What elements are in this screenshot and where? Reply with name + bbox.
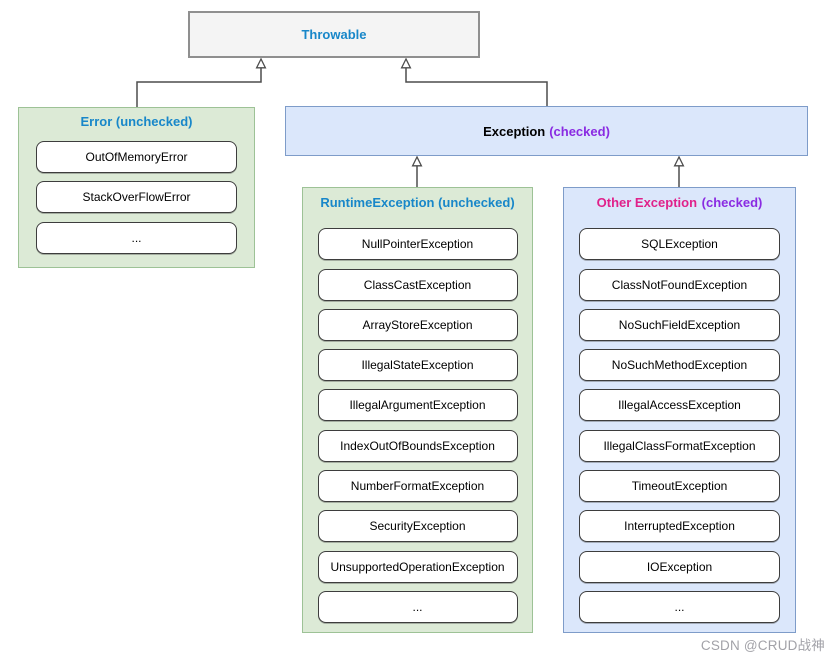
- exception-node: StackOverFlowError: [36, 181, 237, 213]
- inheritance-arrowhead: [411, 155, 423, 167]
- other-group-title: Other Exception (checked): [597, 195, 763, 211]
- exception-node: ClassCastException: [317, 268, 518, 301]
- exception-checked-tag: (checked): [549, 123, 610, 139]
- exception-node: InterruptedException: [579, 510, 780, 543]
- inheritance-arrowhead: [400, 57, 412, 69]
- exception-node: IllegalArgumentException: [317, 389, 518, 422]
- exception-node: IllegalClassFormatException: [579, 429, 780, 462]
- exception-node: SecurityException: [317, 510, 518, 543]
- exception-node: SQLException: [579, 228, 780, 261]
- exception-node: IndexOutOfBoundsException: [317, 429, 518, 462]
- throwable-label: Throwable: [301, 27, 367, 42]
- exception-node: NoSuchMethodException: [579, 349, 780, 382]
- other-checked-tag: (checked): [701, 195, 763, 210]
- exception-node: ArrayStoreException: [317, 308, 518, 341]
- exception-node: NullPointerException: [317, 228, 518, 261]
- exception-node: NoSuchFieldException: [579, 308, 780, 341]
- error-group-title: Error (unchecked): [80, 114, 193, 129]
- runtime-exception-group: RuntimeException (unchecked) NullPointer…: [302, 187, 533, 633]
- exception-node-bar: Exception (checked): [285, 106, 808, 156]
- throwable-node: Throwable: [188, 11, 480, 58]
- exception-node: ...: [317, 590, 518, 623]
- exception-node: TimeoutException: [579, 470, 780, 503]
- other-exception-group: Other Exception (checked) SQLException C…: [563, 187, 796, 633]
- exception-node: OutOfMemoryError: [36, 140, 237, 173]
- inheritance-arrowhead: [255, 57, 267, 69]
- inheritance-arrowhead: [673, 155, 685, 167]
- exception-node: IllegalAccessException: [579, 389, 780, 422]
- other-group-name: Other Exception: [596, 195, 698, 210]
- error-group: Error (unchecked) OutOfMemoryError Stack…: [18, 107, 255, 268]
- exception-node: IOException: [579, 550, 780, 583]
- watermark-text: CSDN @CRUD战神: [700, 638, 825, 653]
- exception-node: ClassNotFoundException: [579, 268, 780, 301]
- runtime-group-title: RuntimeException (unchecked): [320, 195, 515, 210]
- exception-node: ...: [36, 221, 237, 254]
- exception-node: NumberFormatException: [317, 470, 518, 503]
- exception-label: Exception: [483, 123, 546, 139]
- exception-node: IllegalStateException: [317, 349, 518, 382]
- exception-node: UnsupportedOperationException: [317, 550, 518, 583]
- exception-node: ...: [579, 590, 780, 623]
